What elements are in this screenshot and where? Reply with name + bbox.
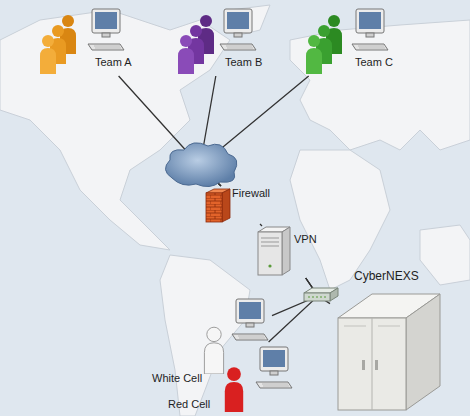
node-label: Team C <box>355 56 393 69</box>
network-link <box>269 278 318 342</box>
network-switch <box>304 288 338 301</box>
red-cell-node: Red Cell <box>165 342 295 414</box>
red-cell-icon <box>225 347 292 412</box>
white-cell-node: White Cell <box>148 298 272 386</box>
node-label: Team A <box>95 56 132 69</box>
team-c-node: Team C <box>300 6 402 76</box>
vpn-server-icon <box>258 227 290 275</box>
cybernexs-node: CyberNEXS <box>330 266 442 412</box>
firewall-icon <box>206 189 230 222</box>
node-label: Firewall <box>232 187 270 200</box>
cybernexs-server <box>338 294 440 410</box>
node-label: Team B <box>225 56 262 69</box>
firewall-node: Firewall <box>203 186 279 224</box>
node-label: Red Cell <box>168 398 210 411</box>
node-label: VPN <box>294 233 317 246</box>
vpn-node: VPN <box>253 226 323 278</box>
white-cell-icon <box>204 299 268 374</box>
team-a-node: Team A <box>38 6 136 76</box>
internet-cloud <box>165 143 236 187</box>
network-link <box>260 224 262 226</box>
node-label: White Cell <box>152 372 202 385</box>
team-b-node: Team B <box>172 6 272 76</box>
node-label: CyberNEXS <box>354 270 419 283</box>
